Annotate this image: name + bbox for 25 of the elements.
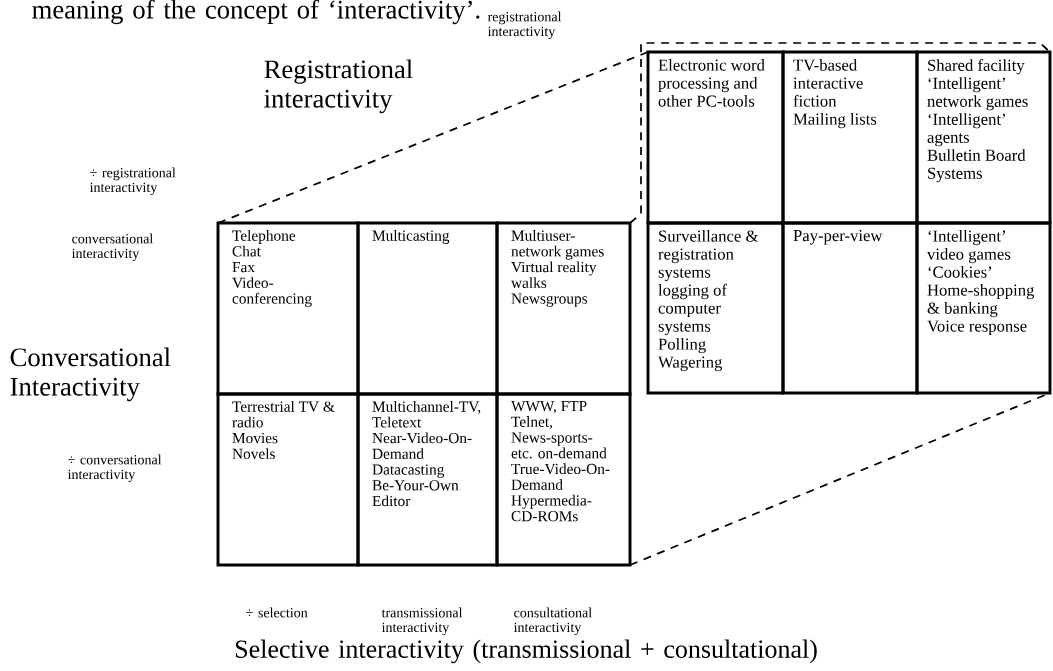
table-cell: Telephone Chat Fax Video-conferencing — [216, 221, 360, 396]
table-cell: Multicasting — [356, 221, 499, 396]
axis-title: Registrational interactivity — [264, 59, 413, 114]
axis-label: ÷ selection — [246, 607, 308, 618]
table-cell: ‘Intelligent’ video games ‘Cookies’ Home-shopping & banking Voice response — [915, 221, 1052, 395]
axis-label: ÷ conversational interactivity — [67, 454, 162, 482]
table-cell: TV-based interactive fiction Mailing lists — [781, 50, 919, 225]
axis-label: conversational interactivity — [71, 233, 153, 261]
table-cell: Electronic word processing and other PC-tools — [646, 50, 785, 225]
axis-title: meaning of the concept of ‘interactivity’. — [32, 0, 480, 25]
axis-title: Selective interactivity (transmissional + consultational) — [235, 639, 817, 664]
axis-label: registrational interactivity — [487, 11, 562, 39]
perspective-line — [629, 42, 1051, 224]
perspective-line — [217, 51, 649, 224]
axis-label: consultational interactivity — [513, 607, 592, 635]
table-cell: WWW, FTP Telnet, News-sports- etc. on-demand True-Video-On-Demand Hypermedia-CD-ROMs — [495, 392, 632, 567]
table-cell: Terrestrial TV & radio Movies Novels — [216, 392, 360, 567]
table-cell: Multichannel-TV, Teletext Near-Video-On-Demand Datacasting Be-Your-Own Editor — [356, 392, 499, 567]
table-cell: Shared facility ‘Intelligent’ network games ‘Intelligent’ agents Bulletin Board Systems — [915, 50, 1052, 225]
axis-label: transmissional interactivity — [381, 607, 463, 635]
axis-label: ÷ registrational interactivity — [89, 167, 176, 195]
table-cell: Surveillance & registration systems logging of computer systems Polling Wagering — [646, 221, 785, 395]
table-cell: Multiuser-network games Virtual reality walks Newsgroups — [495, 221, 632, 396]
axis-title: Conversational Interactivity — [10, 347, 171, 402]
table-cell: Pay-per-view — [781, 221, 919, 395]
